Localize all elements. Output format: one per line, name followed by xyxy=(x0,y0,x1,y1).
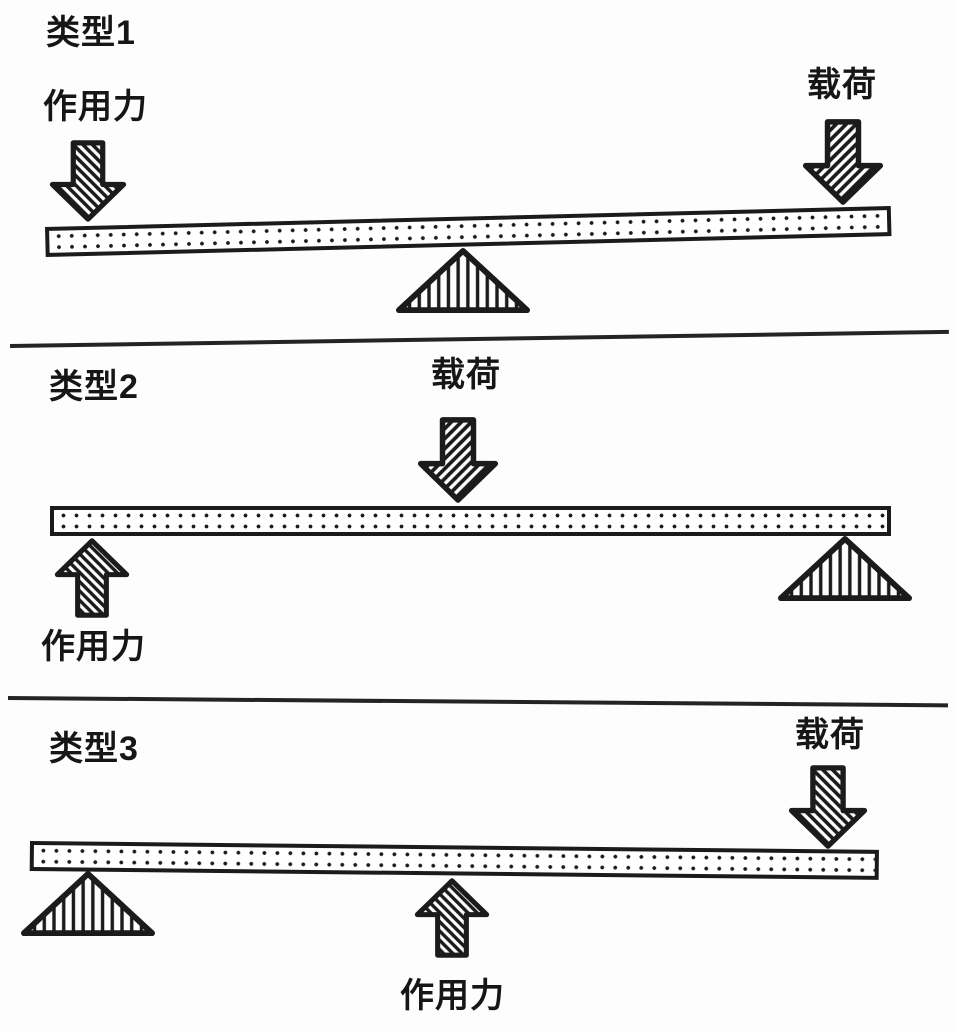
type-2-fulcrum-triangle-icon xyxy=(777,535,913,602)
type-2-effort-label: 作用力 xyxy=(41,628,146,666)
type-1-load-arrow-down-icon xyxy=(802,119,884,205)
type-2-title: 类型2 xyxy=(49,368,139,406)
section-divider-2 xyxy=(7,696,948,708)
type-2-load-arrow-down-icon xyxy=(417,417,499,503)
type-2-load-label: 载荷 xyxy=(431,356,501,394)
type-2-beam xyxy=(50,506,891,536)
type-1-load-label: 载荷 xyxy=(807,66,877,104)
type-3-effort-label: 作用力 xyxy=(400,977,505,1015)
type-1-effort-arrow-down-icon xyxy=(49,140,127,222)
type-3-load-arrow-down-icon xyxy=(788,765,868,849)
type-1-title: 类型1 xyxy=(46,14,136,52)
type-3-effort-arrow-up-icon xyxy=(414,878,490,958)
type-1-effort-label: 作用力 xyxy=(43,88,148,126)
type-3-load-label: 载荷 xyxy=(795,716,865,754)
section-divider-1 xyxy=(9,329,949,348)
type-2-effort-arrow-up-icon xyxy=(54,538,130,618)
type-1-fulcrum-triangle-icon xyxy=(395,247,531,314)
type-3-fulcrum-triangle-icon xyxy=(20,870,156,937)
type-3-title: 类型3 xyxy=(49,730,139,768)
